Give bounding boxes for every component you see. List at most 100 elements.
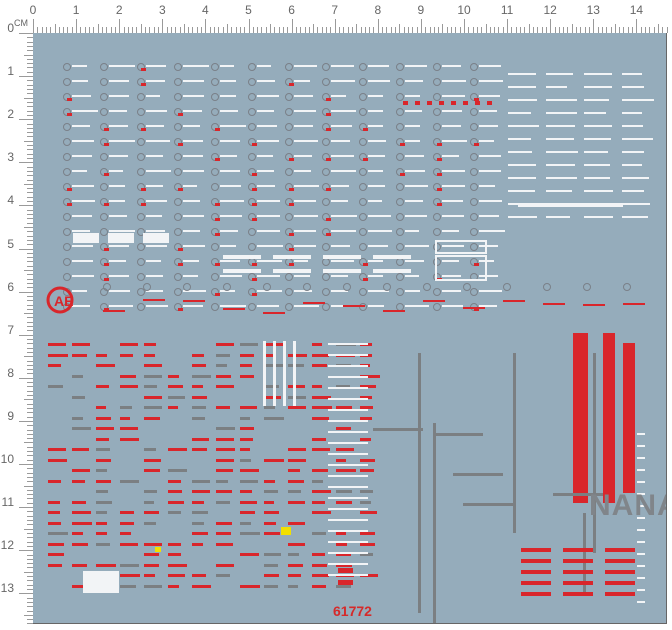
ruler-tick (153, 27, 155, 33)
red-marking-decal (336, 406, 353, 409)
white-line-decal (584, 177, 610, 179)
number-marker-icon (470, 183, 478, 191)
ruler-tick (330, 27, 332, 33)
red-line-decal (263, 311, 285, 314)
red-marking-decal (120, 584, 137, 588)
white-line-decal (72, 155, 93, 157)
white-line-decal (294, 215, 318, 217)
red-marking-decal (72, 395, 86, 399)
red-dot-decal (326, 98, 331, 101)
white-line-decal (328, 365, 368, 367)
red-marking-decal (120, 437, 140, 441)
white-frame-decal (435, 255, 487, 281)
white-strip-decal (273, 341, 276, 406)
ruler-tick (27, 606, 33, 608)
white-bar-decal (323, 269, 361, 273)
ruler-tick (24, 442, 33, 444)
ruler-tick (27, 257, 33, 259)
red-dot-decal (289, 263, 294, 266)
white-line-decal (584, 73, 612, 75)
red-marking-decal (264, 490, 278, 493)
red-dot-decal (289, 248, 294, 251)
red-marking-decal (96, 469, 107, 472)
white-line-decal (405, 140, 420, 142)
red-dot-decal (215, 128, 220, 131)
white-frame-decal (435, 240, 487, 254)
red-dot-decal (326, 233, 331, 236)
red-dot-decal (252, 173, 257, 176)
red-dot-decal (67, 203, 72, 206)
number-marker-icon (396, 93, 404, 101)
ruler-tick (27, 101, 33, 103)
white-tick-decal (637, 589, 645, 591)
red-dot-decal (67, 188, 72, 191)
white-line-decal (109, 140, 135, 142)
white-line-decal (109, 110, 128, 112)
ruler-tick (532, 27, 534, 33)
ruler-tick (127, 27, 129, 33)
ruler-tick (27, 416, 33, 418)
red-marking-decal (240, 511, 255, 514)
red-marking-decal (336, 469, 356, 472)
ruler-tick (554, 27, 556, 33)
white-line-decal (72, 260, 93, 262)
number-marker-icon (503, 283, 511, 291)
red-dot-decal (104, 308, 109, 311)
red-dot-decal (141, 188, 146, 191)
red-marking-decal (216, 343, 234, 346)
red-marking-decal (144, 416, 161, 420)
number-marker-icon (248, 78, 256, 86)
ruler-tick (27, 80, 33, 82)
red-marking-decal (72, 343, 91, 346)
red-dot-decal (474, 143, 479, 146)
red-line-decal (223, 308, 245, 311)
ruler-tick (399, 24, 401, 33)
ruler-tick (270, 24, 272, 33)
number-marker-icon (63, 123, 71, 131)
ruler-tick (33, 19, 34, 33)
ruler-tick (24, 571, 33, 573)
ruler-tick (27, 438, 33, 440)
number-marker-icon (137, 258, 145, 266)
white-line-decal (328, 541, 368, 543)
white-line-decal (72, 140, 95, 142)
ruler-tick (27, 567, 33, 569)
number-marker-icon (322, 258, 330, 266)
number-marker-icon (174, 198, 182, 206)
red-dot-decal (252, 293, 257, 296)
white-line-decal (220, 275, 243, 277)
number-marker-icon (137, 93, 145, 101)
red-marking-decal (240, 521, 252, 525)
number-marker-icon (359, 183, 367, 191)
product-code: 61772 (333, 603, 372, 619)
white-line-decal (72, 275, 94, 277)
number-marker-icon (359, 243, 367, 251)
number-marker-icon (470, 168, 478, 176)
ruler-tick (27, 170, 33, 172)
ruler-tick (278, 27, 280, 33)
white-line-decal (368, 200, 383, 202)
ruler-tick (27, 412, 33, 414)
ruler-tick (261, 27, 263, 33)
red-marking-decal (264, 479, 276, 483)
red-marking-decal (72, 469, 91, 472)
number-marker-icon (248, 228, 256, 236)
red-line-decal (103, 309, 125, 312)
red-marking-decal (48, 532, 68, 535)
red-marking-decal (216, 574, 231, 577)
ruler-tick (27, 179, 33, 181)
number-marker-icon (343, 283, 351, 291)
red-dot-decal (403, 101, 408, 105)
white-line-decal (479, 80, 503, 82)
ruler-tick (27, 308, 33, 310)
white-line-decal (220, 200, 245, 202)
white-line-decal (405, 65, 428, 67)
white-line-decal (328, 497, 368, 499)
number-marker-icon (396, 243, 404, 251)
white-line-decal (183, 185, 198, 187)
white-line-decal (442, 95, 465, 97)
red-marking-decal (192, 364, 207, 367)
ruler-tick (162, 19, 164, 33)
ruler-tick (558, 27, 560, 33)
ruler-number: 10 (457, 3, 471, 17)
